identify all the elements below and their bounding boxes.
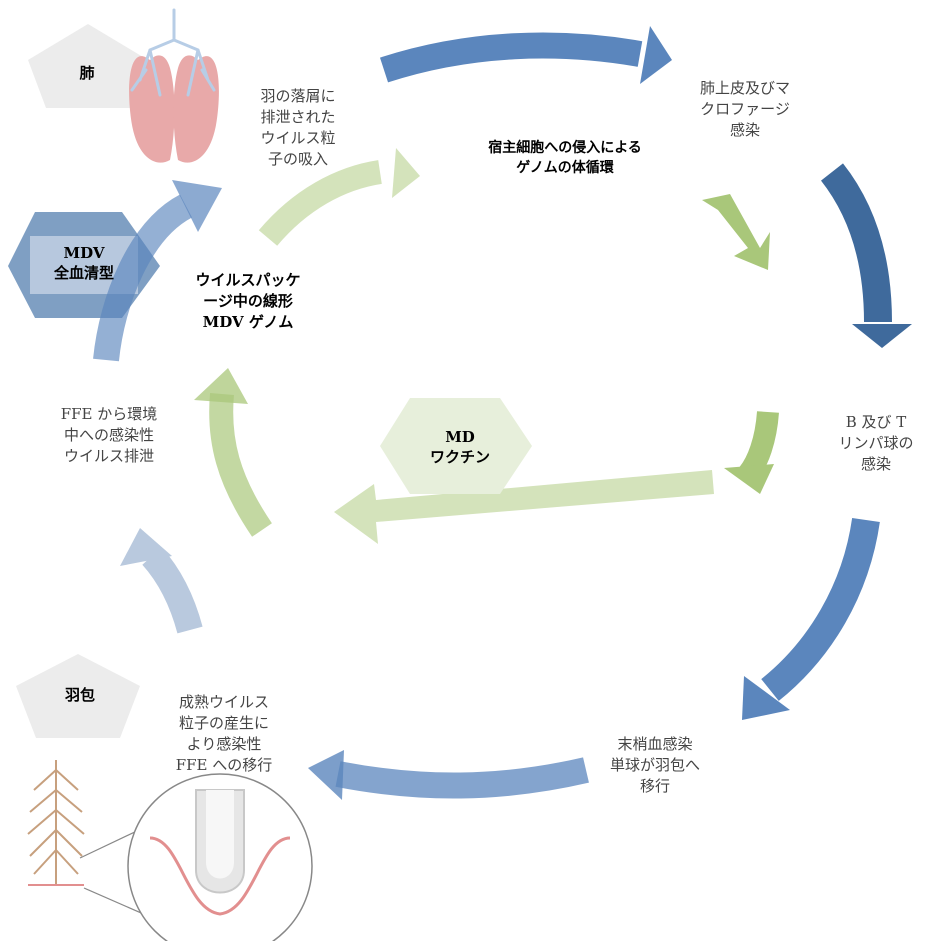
step-macrophage: 肺上皮及びマ クロファージ 感染	[699, 79, 790, 139]
arrow-green-small	[702, 194, 770, 270]
host-entry-label: 宿主細胞への侵入による ゲノムの体循環	[488, 140, 642, 176]
arrow-right-dark	[820, 163, 892, 323]
arrow-green-top-left-head	[392, 148, 420, 198]
arrow-bottom	[335, 757, 589, 799]
arrow-top-head	[640, 26, 672, 84]
arrow-left-bottom-head	[120, 528, 172, 566]
md-vaccine-label: MD ワクチン	[429, 428, 490, 466]
lung-label: 肺	[79, 64, 95, 82]
feather-icon	[27, 760, 85, 886]
arrow-green-right	[739, 411, 779, 482]
step-shedding: FFE から環境 中への感染性 ウイルス排泄	[60, 405, 158, 465]
follicle-magnifier-icon	[79, 773, 313, 941]
arrow-shedding-to-lung	[93, 194, 193, 362]
arrow-top	[379, 32, 643, 83]
feather-follicle-label: 羽包	[64, 686, 95, 704]
step-migration: 末梢血感染 単球が羽包へ 移行	[609, 735, 700, 795]
lung-icon	[129, 8, 219, 163]
step-maturation: 成熟ウイルス 粒子の産生に より感染性 FFE への移行	[175, 693, 273, 774]
arrow-right-lower-head	[742, 676, 790, 720]
mdv-whole-blood-label: MDV 全血清型	[53, 244, 114, 282]
vaccine-hexagon	[380, 398, 532, 494]
arrow-green-top-left	[258, 160, 383, 246]
step-lymphocyte: B 及び T リンパ球の 感染	[838, 413, 914, 473]
arrow-left-bottom	[142, 547, 203, 634]
arrow-right-dark-head	[852, 324, 912, 348]
step-inhalation: 羽の落屑に 排泄された ウイルス粒 子の吸入	[260, 87, 336, 168]
arrow-green-left-head	[194, 368, 248, 404]
arrow-shedding-to-lung-head	[172, 180, 222, 232]
vaccine-arrow	[334, 470, 714, 544]
linear-genome-label: ウイルスパッケ ージ中の線形 MDV ゲノム	[195, 271, 301, 331]
arrow-green-left	[209, 392, 272, 537]
arrow-green-right-head	[724, 464, 774, 494]
follicle-pentagon	[16, 654, 140, 738]
arrow-bottom-head	[308, 750, 344, 800]
arrow-right-lower	[761, 517, 880, 701]
lung-pentagon	[28, 24, 148, 108]
